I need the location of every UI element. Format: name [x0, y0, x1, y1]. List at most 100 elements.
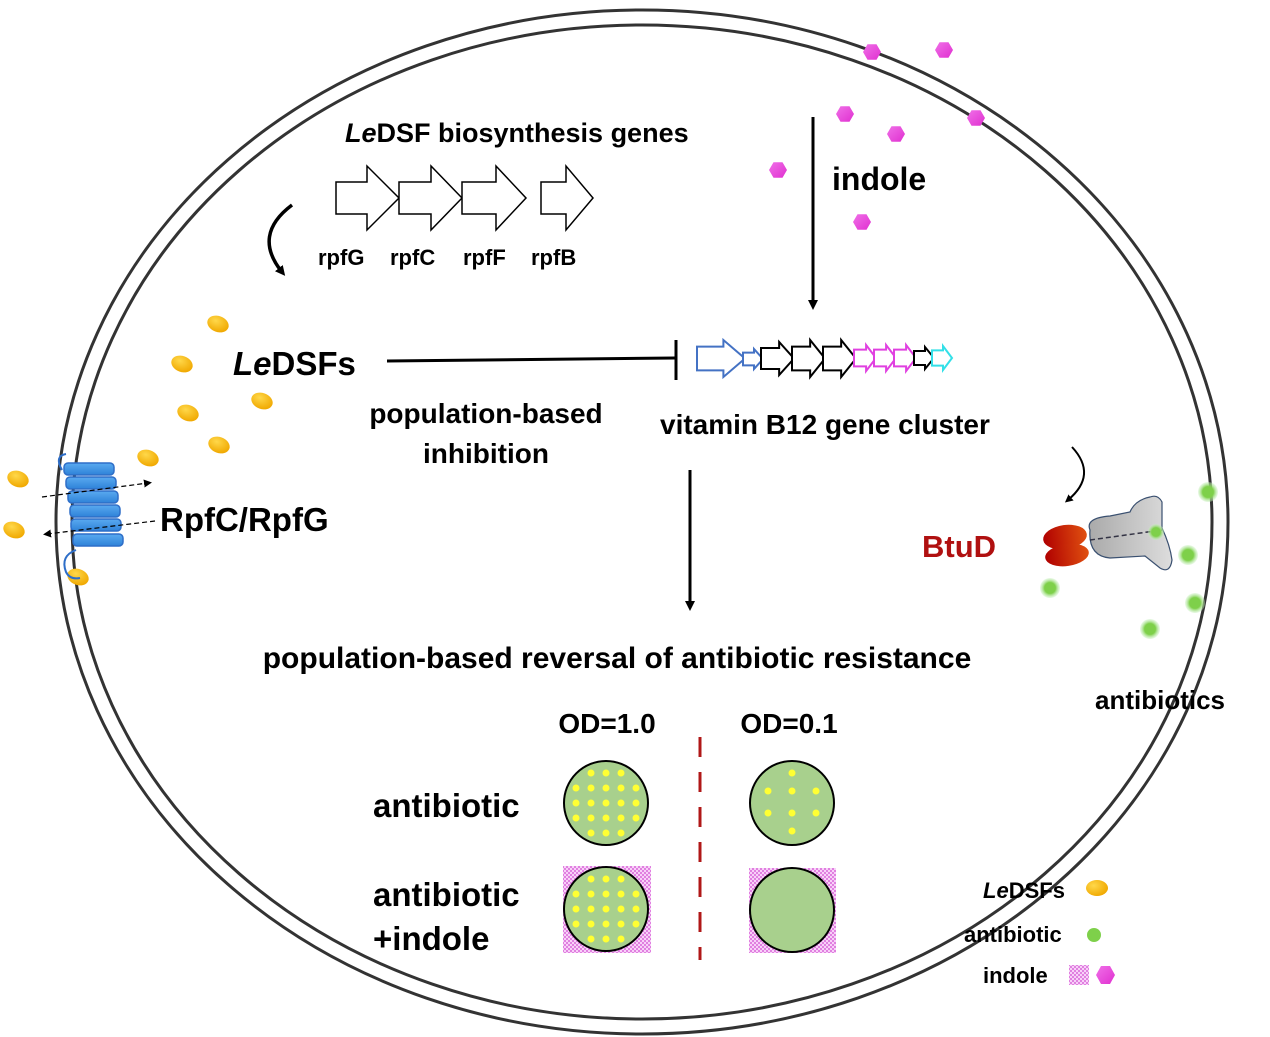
colony [602, 799, 610, 807]
vitamin-gene-arrow [913, 344, 936, 372]
btud-label: BtuD [922, 529, 996, 564]
btud-lobe-top [1043, 524, 1087, 550]
btud-curved-arrow [1064, 446, 1086, 503]
indole-molecule [863, 44, 881, 60]
colony [764, 787, 772, 795]
colony [587, 875, 595, 883]
btud-lobe-bottom [1045, 543, 1089, 567]
colony [617, 905, 625, 913]
inhibition-label-line2: inhibition [423, 438, 549, 469]
indole-label: indole [832, 161, 926, 197]
vitamin-gene-arrow [822, 337, 858, 380]
antibiotic-molecule [1140, 619, 1160, 639]
antibiotic-molecule [1198, 482, 1218, 502]
legend-antibiotic-label: antibiotic [964, 922, 1062, 947]
colony [572, 784, 580, 792]
colony [632, 905, 640, 913]
colony [602, 905, 610, 913]
legend-ledsfs-label: LeDSFs [983, 878, 1065, 903]
colonies [572, 769, 820, 943]
gene-label-rpfC: rpfC [390, 245, 435, 270]
ledsf-molecule [67, 568, 89, 586]
receptor-signal-in [43, 520, 156, 538]
legend-indole-hexagon-icon [1096, 966, 1115, 984]
receptor-helix [70, 518, 122, 532]
colony [572, 905, 580, 913]
indole-molecules [769, 42, 985, 230]
gene-arrow-rpfF [461, 164, 528, 232]
vitamin-gene-arrow [742, 346, 765, 372]
colony [788, 769, 796, 777]
vitamin-b12-gene-arrows [696, 337, 954, 380]
colony [632, 920, 640, 928]
colony [812, 809, 820, 817]
antibiotic-molecules [1040, 482, 1218, 639]
colony [617, 875, 625, 883]
vitamin-gene-arrow [791, 337, 827, 380]
legend-ledsf-icon [1086, 880, 1108, 896]
btud-transporter [1043, 495, 1173, 571]
legend-indole-label: indole [983, 963, 1048, 988]
colony [602, 769, 610, 777]
colony [572, 890, 580, 898]
colony [602, 920, 610, 928]
vitamin-gene-arrow [873, 342, 898, 374]
colony [587, 905, 595, 913]
gene-arrow-rpfG [335, 164, 401, 232]
vitamin-gene-arrow [931, 343, 954, 373]
receptor-label: RpfC/RpfG [160, 501, 329, 538]
colony [617, 829, 625, 837]
indole-molecule [853, 214, 871, 230]
colony [572, 799, 580, 807]
colony [617, 890, 625, 898]
antibiotics-label: antibiotics [1095, 685, 1225, 715]
rpfc-rpfg-receptor [41, 453, 156, 580]
vitamin-gene-arrow [893, 342, 918, 374]
vitamin-b12-label: vitamin B12 gene cluster [660, 409, 990, 440]
od-header-low: OD=0.1 [740, 708, 837, 739]
colony [788, 827, 796, 835]
colony [587, 799, 595, 807]
rpf-gene-arrows [335, 163, 594, 233]
receptor-loop-top [57, 453, 67, 471]
biosynthesis-curved-arrow [267, 203, 294, 276]
inhibition-line [386, 356, 676, 363]
colony [587, 890, 595, 898]
ledsf-molecule [251, 392, 273, 410]
colony [587, 814, 595, 822]
colony [812, 787, 820, 795]
indole-molecule [836, 106, 854, 122]
colony [617, 920, 625, 928]
biosynthesis-genes-title: LeDSF biosynthesis genes [345, 118, 689, 148]
indole-molecule [887, 126, 905, 142]
ledsf-molecule [177, 404, 199, 422]
receptor-helix [69, 504, 121, 518]
colony [764, 809, 772, 817]
receptor-helix [67, 490, 119, 504]
colony [617, 935, 625, 943]
colony [788, 787, 796, 795]
antibiotic-molecule [1040, 578, 1060, 598]
receptor-helix [65, 476, 117, 490]
gene-label-rpfG: rpfG [318, 245, 364, 270]
ledsfs-label: LeDSFs [233, 345, 356, 382]
colony [617, 784, 625, 792]
colony [602, 875, 610, 883]
colony [602, 890, 610, 898]
antibiotic-in-transporter [1148, 524, 1164, 540]
receptor-helix [63, 462, 115, 476]
colony [587, 935, 595, 943]
plates-group [563, 760, 836, 953]
colony [617, 769, 625, 777]
gene-label-rpfB: rpfB [531, 245, 576, 270]
row-label-antibiotic: antibiotic [373, 787, 520, 824]
indole-molecule [769, 162, 787, 178]
legend: LeDSFs antibiotic indole [964, 878, 1115, 988]
indole-molecule [967, 110, 985, 126]
colony [587, 784, 595, 792]
cell-outer-membrane [54, 8, 1230, 1036]
ledsf-molecules [3, 315, 273, 586]
vitamin-gene-arrow [853, 342, 878, 374]
colony [788, 809, 796, 817]
